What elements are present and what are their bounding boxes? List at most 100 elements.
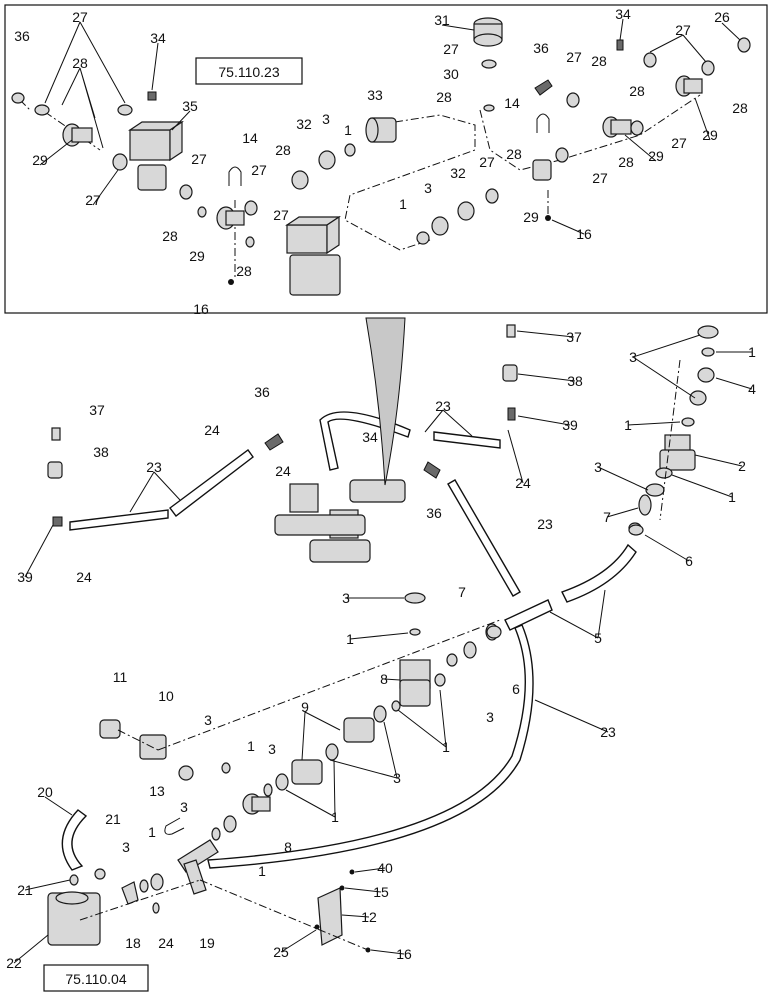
callout-1: 1 bbox=[399, 196, 407, 212]
callout-1: 1 bbox=[258, 863, 266, 879]
callout-3: 3 bbox=[629, 349, 637, 365]
callout-6: 6 bbox=[685, 553, 693, 569]
callout-23: 23 bbox=[435, 398, 451, 414]
callout-20: 20 bbox=[37, 784, 53, 800]
reference-box-bottom[interactable] bbox=[43, 964, 149, 992]
callout-36: 36 bbox=[14, 28, 30, 44]
callout-39: 39 bbox=[562, 417, 578, 433]
leader-lines bbox=[13, 18, 753, 964]
callout-1: 1 bbox=[148, 824, 156, 840]
callout-28: 28 bbox=[591, 53, 607, 69]
detail-frame bbox=[4, 4, 768, 314]
callout-36: 36 bbox=[426, 505, 442, 521]
callout-24: 24 bbox=[204, 422, 220, 438]
callout-28: 28 bbox=[732, 100, 748, 116]
callout-1: 1 bbox=[728, 489, 736, 505]
callout-3: 3 bbox=[594, 459, 602, 475]
callout-24: 24 bbox=[158, 935, 174, 951]
reference-box-top[interactable] bbox=[195, 57, 303, 85]
callout-30: 30 bbox=[443, 66, 459, 82]
callout-14: 14 bbox=[504, 95, 520, 111]
callout-2: 2 bbox=[738, 458, 746, 474]
callout-29: 29 bbox=[702, 127, 718, 143]
callout-21: 21 bbox=[105, 811, 121, 827]
callout-3: 3 bbox=[393, 770, 401, 786]
callout-3: 3 bbox=[204, 712, 212, 728]
callout-27: 27 bbox=[251, 162, 267, 178]
callout-28: 28 bbox=[236, 263, 252, 279]
callout-28: 28 bbox=[72, 55, 88, 71]
callout-5: 5 bbox=[594, 630, 602, 646]
callout-9: 9 bbox=[301, 699, 309, 715]
callout-8: 8 bbox=[380, 671, 388, 687]
callout-16: 16 bbox=[576, 226, 592, 242]
callout-28: 28 bbox=[436, 89, 452, 105]
callout-25: 25 bbox=[273, 944, 289, 960]
callout-6: 6 bbox=[512, 681, 520, 697]
callout-34: 34 bbox=[150, 30, 166, 46]
callout-27: 27 bbox=[479, 154, 495, 170]
callout-1: 1 bbox=[344, 122, 352, 138]
callout-29: 29 bbox=[189, 248, 205, 264]
callout-23: 23 bbox=[537, 516, 553, 532]
callout-28: 28 bbox=[275, 142, 291, 158]
callout-26: 26 bbox=[714, 9, 730, 25]
callout-28: 28 bbox=[506, 146, 522, 162]
callout-21: 21 bbox=[17, 882, 33, 898]
callout-40: 40 bbox=[377, 860, 393, 876]
callout-1: 1 bbox=[442, 739, 450, 755]
callout-15: 15 bbox=[373, 884, 389, 900]
callout-23: 23 bbox=[600, 724, 616, 740]
callout-14: 14 bbox=[242, 130, 258, 146]
callout-19: 19 bbox=[199, 935, 215, 951]
callout-27: 27 bbox=[72, 9, 88, 25]
callout-3: 3 bbox=[322, 111, 330, 127]
callout-1: 1 bbox=[748, 344, 756, 360]
bottom-detail-parts bbox=[47, 317, 719, 953]
callout-24: 24 bbox=[275, 463, 291, 479]
callout-16: 16 bbox=[396, 946, 412, 962]
callout-35: 35 bbox=[182, 98, 198, 114]
callout-32: 32 bbox=[296, 116, 312, 132]
callout-23: 23 bbox=[146, 459, 162, 475]
callout-32: 32 bbox=[450, 165, 466, 181]
callout-38: 38 bbox=[93, 444, 109, 460]
callout-38: 38 bbox=[567, 373, 583, 389]
callout-3: 3 bbox=[268, 741, 276, 757]
callout-1: 1 bbox=[331, 809, 339, 825]
callout-11: 11 bbox=[113, 669, 128, 685]
top-detail-parts bbox=[11, 17, 751, 296]
callout-3: 3 bbox=[342, 590, 350, 606]
callout-34: 34 bbox=[362, 429, 378, 445]
callout-7: 7 bbox=[603, 509, 611, 525]
callout-27: 27 bbox=[443, 41, 459, 57]
callout-10: 10 bbox=[158, 688, 174, 704]
reference-label-top[interactable]: 75.110.23 bbox=[218, 64, 279, 80]
callout-29: 29 bbox=[648, 148, 664, 164]
callout-34: 34 bbox=[615, 6, 631, 22]
callout-12: 12 bbox=[361, 909, 377, 925]
callout-28: 28 bbox=[629, 83, 645, 99]
callout-27: 27 bbox=[566, 49, 582, 65]
detail-pointer bbox=[365, 317, 406, 486]
callout-3: 3 bbox=[486, 709, 494, 725]
callout-1: 1 bbox=[247, 738, 255, 754]
callout-24: 24 bbox=[76, 569, 92, 585]
callout-3: 3 bbox=[122, 839, 130, 855]
callout-27: 27 bbox=[191, 151, 207, 167]
callout-29: 29 bbox=[523, 209, 539, 225]
callout-24: 24 bbox=[515, 475, 531, 491]
callout-27: 27 bbox=[85, 192, 101, 208]
callout-33: 33 bbox=[367, 87, 383, 103]
callout-3: 3 bbox=[424, 180, 432, 196]
callout-3: 3 bbox=[180, 799, 188, 815]
callout-28: 28 bbox=[162, 228, 178, 244]
reference-label-bottom[interactable]: 75.110.04 bbox=[65, 971, 126, 987]
callout-31: 31 bbox=[434, 12, 450, 28]
callout-4: 4 bbox=[748, 381, 756, 397]
callout-13: 13 bbox=[149, 783, 165, 799]
callout-27: 27 bbox=[671, 135, 687, 151]
callout-39: 39 bbox=[17, 569, 33, 585]
callout-36: 36 bbox=[254, 384, 270, 400]
callout-36: 36 bbox=[533, 40, 549, 56]
